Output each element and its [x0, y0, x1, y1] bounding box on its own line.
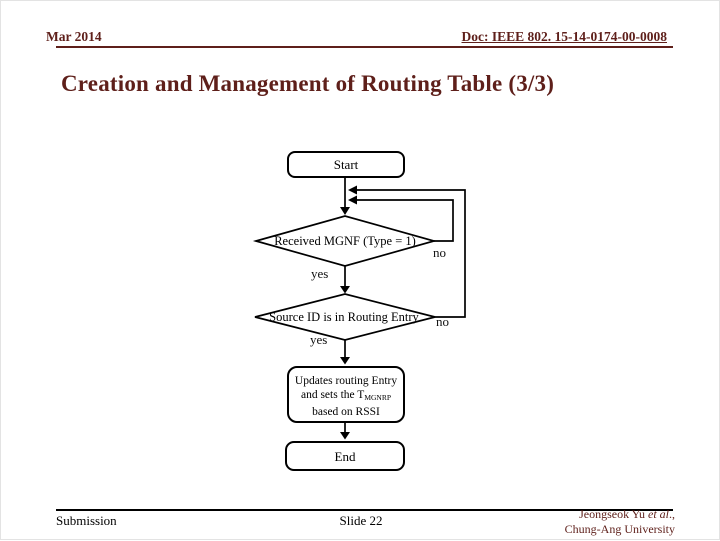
header-doc-number: Doc: IEEE 802. 15-14-0174-00-0008 [461, 29, 668, 44]
end-node: End [285, 441, 405, 471]
footer-author-line: Jeongseok Yu et al., [579, 507, 675, 521]
decision2-yes-label: yes [310, 332, 328, 347]
decision1-no-label: no [433, 245, 446, 260]
process-line2: and sets the TMGNRP [300, 389, 392, 402]
header-rule [56, 46, 673, 49]
footer-university-line: Chung-Ang University [564, 521, 675, 536]
arrowhead-into-decision1 [340, 207, 350, 215]
decision2-no-label: no [436, 314, 449, 329]
decision2-label: Source ID is in Routing Entry [269, 310, 419, 324]
process-node: Updates routing Entry and sets the TMGNR… [287, 366, 405, 423]
process-line3: based on RSSI [312, 406, 380, 418]
arrowhead-into-decision2 [340, 286, 350, 294]
process-line1: Updates routing Entry [294, 375, 398, 387]
decision1-yes-label: yes [311, 266, 329, 281]
arrowhead-inner-loop [348, 195, 357, 205]
start-node: Start [287, 151, 405, 178]
slide-title: Creation and Management of Routing Table… [61, 71, 555, 96]
footer-slide-number: Slide 22 [339, 513, 383, 528]
footer-submission: Submission [56, 513, 117, 528]
arrowhead-into-end [340, 432, 350, 440]
footer-rule [56, 509, 673, 511]
decision1-label: Received MGNF (Type = 1) [274, 234, 416, 248]
footer-authors: Jeongseok Yu et al., Chung-Ang Universit… [565, 507, 675, 536]
timer-subscript: MGNRP [364, 393, 392, 402]
arrowhead-outer-loop [348, 185, 357, 195]
et-al-italic: et al [648, 507, 669, 521]
arrowhead-into-process [340, 357, 350, 365]
header-date: Mar 2014 [46, 29, 102, 44]
